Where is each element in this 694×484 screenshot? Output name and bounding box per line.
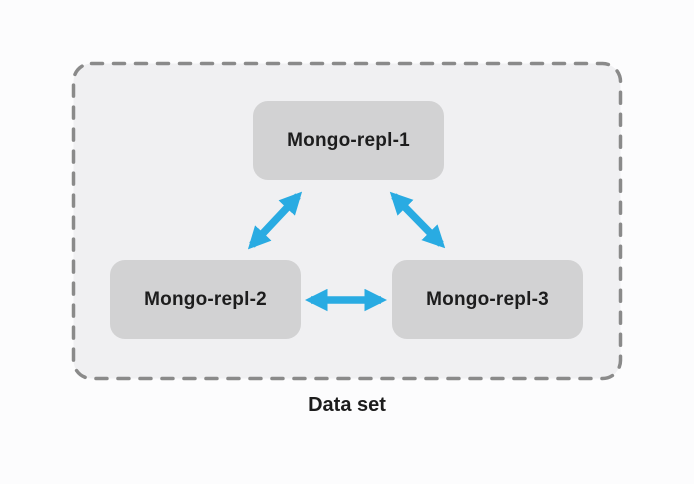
node-mongo-repl-1: Mongo-repl-1	[253, 101, 444, 180]
node-mongo-repl-1-label: Mongo-repl-1	[287, 129, 410, 151]
node-mongo-repl-2: Mongo-repl-2	[110, 260, 301, 339]
diagram-caption: Data set	[308, 394, 386, 416]
node-mongo-repl-3: Mongo-repl-3	[392, 260, 583, 339]
edge-repl1-repl3-bidirectional-arrow	[389, 191, 446, 249]
edge-repl2-repl1-bidirectional-arrow	[247, 191, 303, 250]
node-mongo-repl-2-label: Mongo-repl-2	[144, 288, 267, 310]
node-mongo-repl-3-label: Mongo-repl-3	[426, 288, 549, 310]
